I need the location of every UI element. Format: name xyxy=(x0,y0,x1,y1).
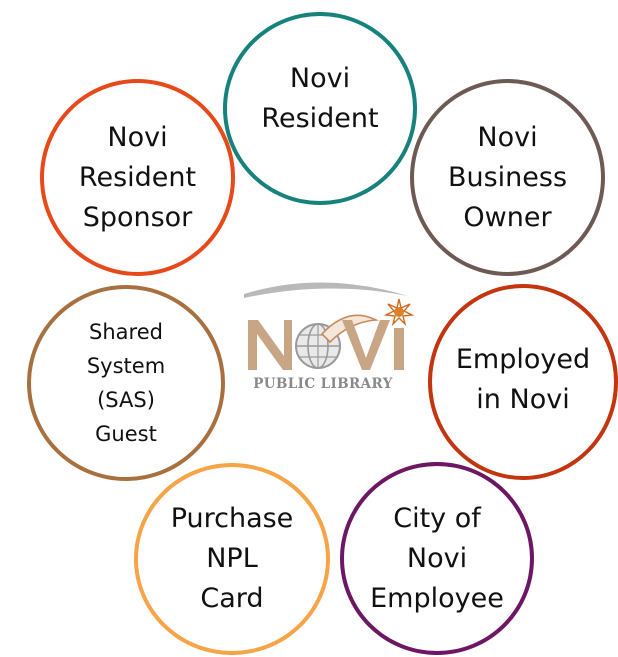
logo-book-icon xyxy=(320,314,379,344)
novi-resident-circle: Novi Resident xyxy=(223,12,417,205)
city-of-novi-employee-circle: City of Novi Employee xyxy=(340,462,534,655)
logo-starburst-icon xyxy=(383,298,415,327)
novi-business-owner-label: Novi Business Owner xyxy=(447,121,568,233)
novi-public-library-logo: PUBLIC LIBRARY xyxy=(238,276,416,404)
purchase-npl-card-circle: Purchase NPL Card xyxy=(134,463,330,655)
logo-swoosh xyxy=(244,282,408,298)
shared-system-guest-circle: Shared System (SAS) Guest xyxy=(27,285,225,481)
novi-resident-sponsor-label: Novi Resident Sponsor xyxy=(78,121,197,233)
logo-letter-v xyxy=(342,320,390,370)
employed-in-novi-circle: Employed in Novi xyxy=(428,284,618,480)
logo-letter-n xyxy=(248,320,292,370)
city-of-novi-employee-label: City of Novi Employee xyxy=(370,502,504,614)
novi-resident-label: Novi Resident xyxy=(261,62,379,134)
novi-resident-sponsor-circle: Novi Resident Sponsor xyxy=(40,79,235,276)
employed-in-novi-label: Employed in Novi xyxy=(455,344,591,415)
purchase-npl-card-label: Purchase NPL Card xyxy=(170,503,294,614)
novi-logo-emblem xyxy=(244,282,415,370)
novi-business-owner-circle: Novi Business Owner xyxy=(410,79,605,276)
shared-system-guest-label: Shared System (SAS) Guest xyxy=(86,320,166,446)
logo-letter-i xyxy=(394,328,404,370)
logo-subtitle: PUBLIC LIBRARY xyxy=(253,376,393,392)
